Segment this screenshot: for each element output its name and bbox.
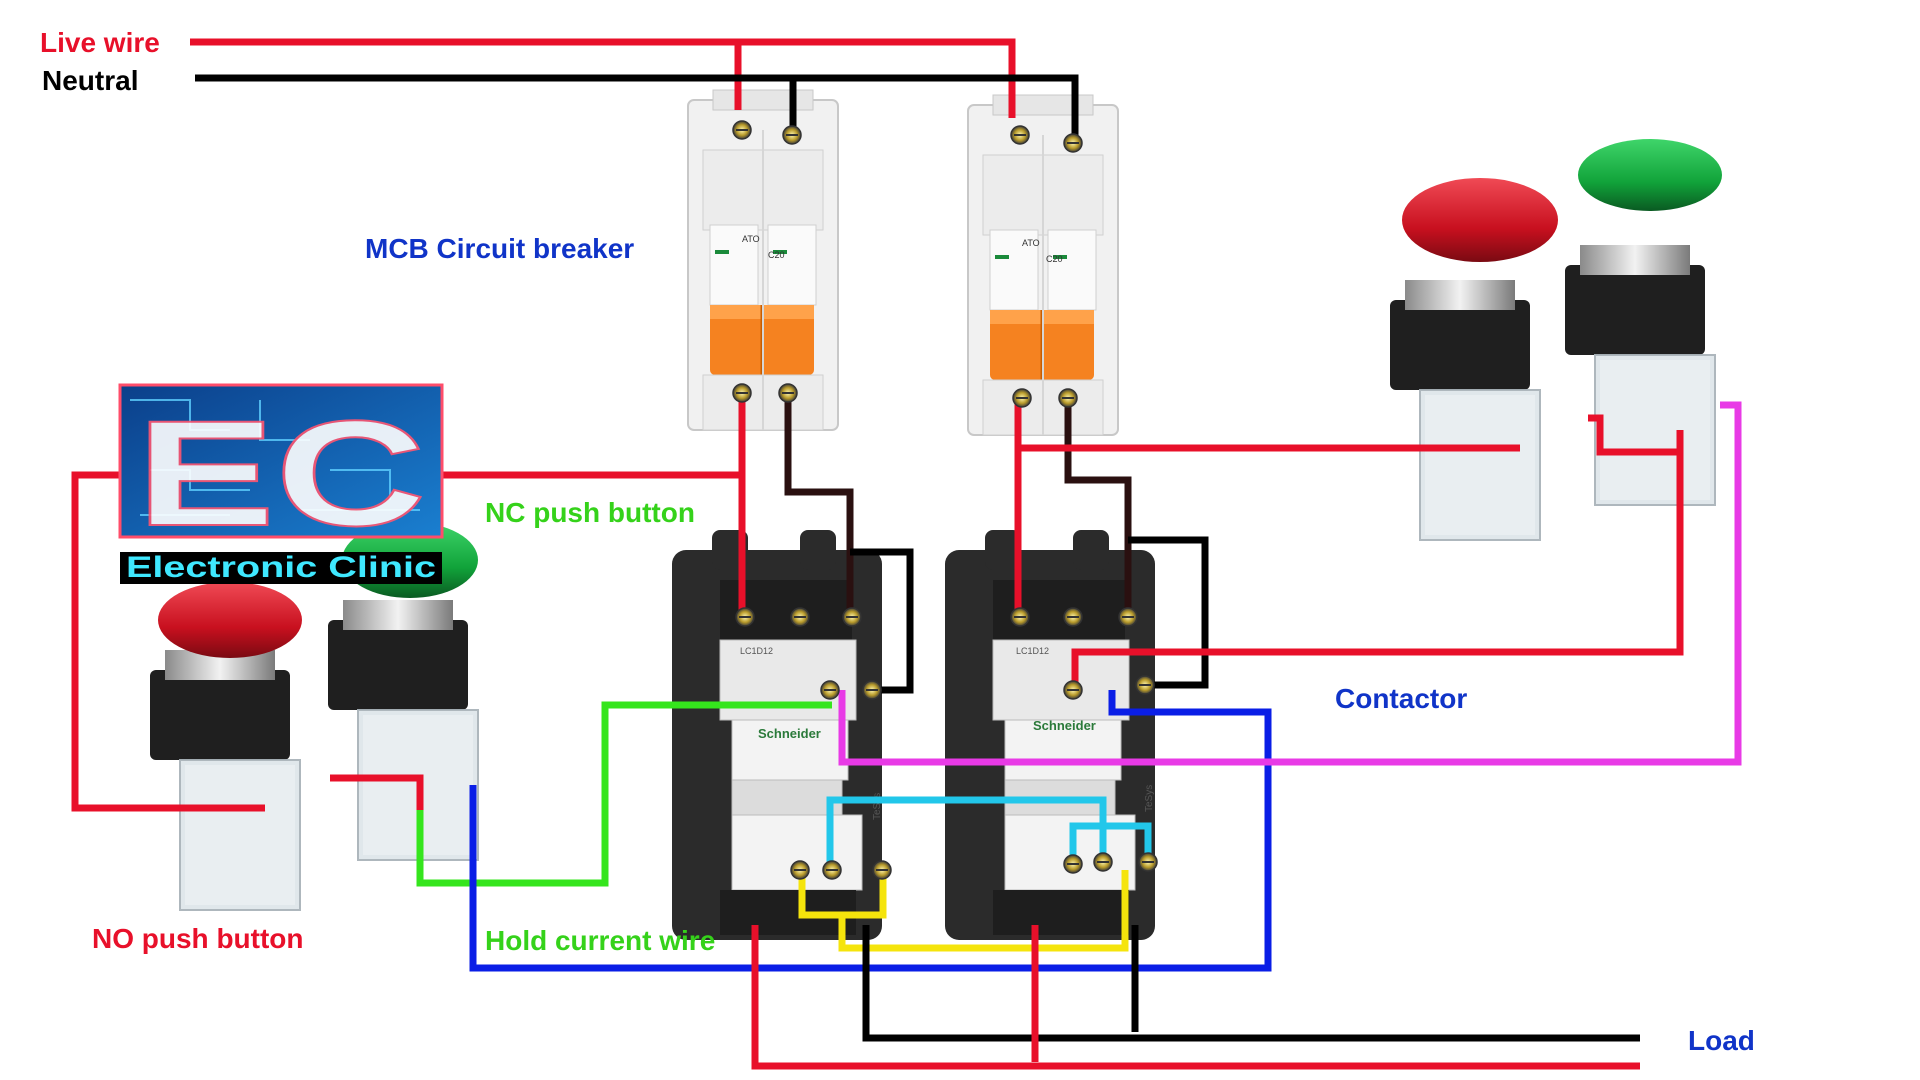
live-wire <box>190 38 1016 118</box>
live-wire-label: Live wire <box>40 27 160 58</box>
contactor1-model: LC1D12 <box>740 646 773 656</box>
no-push-button-label: NO push button <box>92 923 304 954</box>
mcb2-neutral-out <box>1064 400 1132 610</box>
neutral-wire <box>195 74 1079 140</box>
cyan-bridge-wire-2 <box>1069 822 1152 865</box>
contactor2-model: LC1D12 <box>1016 646 1049 656</box>
mcb2-rating: C20 <box>1046 254 1063 264</box>
mcb-breaker-1 <box>686 88 840 432</box>
mcb1-brand: ATO <box>742 234 760 244</box>
logo-text: Electronic Clinic <box>126 551 436 584</box>
mcb-label: MCB Circuit breaker <box>365 233 634 264</box>
yellow-bridge-wire-2 <box>838 870 1129 952</box>
cyan-bridge-wire <box>826 796 1107 870</box>
pushbutton-green-right <box>1564 139 1722 506</box>
hold-current-wire-label: Hold current wire <box>485 925 715 956</box>
logo-letters: EC <box>136 389 426 557</box>
nc-push-button-label: NC push button <box>485 497 695 528</box>
pushbutton-red-left <box>149 582 302 911</box>
pushbutton-red-right <box>1389 178 1558 541</box>
mcb1-rating: C20 <box>768 250 785 260</box>
contactor2-brand: Schneider <box>1033 718 1096 733</box>
mcb2-brand: ATO <box>1022 238 1040 248</box>
blue-control-wire-1 <box>469 690 1272 972</box>
electronic-clinic-logo: EC Electronic Clinic <box>118 383 444 584</box>
right-return-wire <box>1071 432 1684 692</box>
contactor-label: Contactor <box>1335 683 1467 714</box>
mcb2-neutral-coil <box>1128 536 1209 689</box>
load-live-wire <box>751 925 1640 1070</box>
contactor1-brand: Schneider <box>758 726 821 741</box>
neutral-label: Neutral <box>42 65 138 96</box>
load-label: Load <box>1688 1025 1755 1056</box>
mcb1-neutral-coil <box>850 548 914 694</box>
mcb-breaker-2 <box>966 93 1120 437</box>
contactor1-series: TeSys <box>872 793 883 820</box>
contactor2-series: TeSys <box>1144 785 1155 812</box>
load-neutral-wire <box>862 925 1640 1042</box>
hold-current-wire <box>416 701 832 887</box>
magenta-interlock-wire <box>838 401 1742 766</box>
left-button-bridge <box>330 774 424 810</box>
